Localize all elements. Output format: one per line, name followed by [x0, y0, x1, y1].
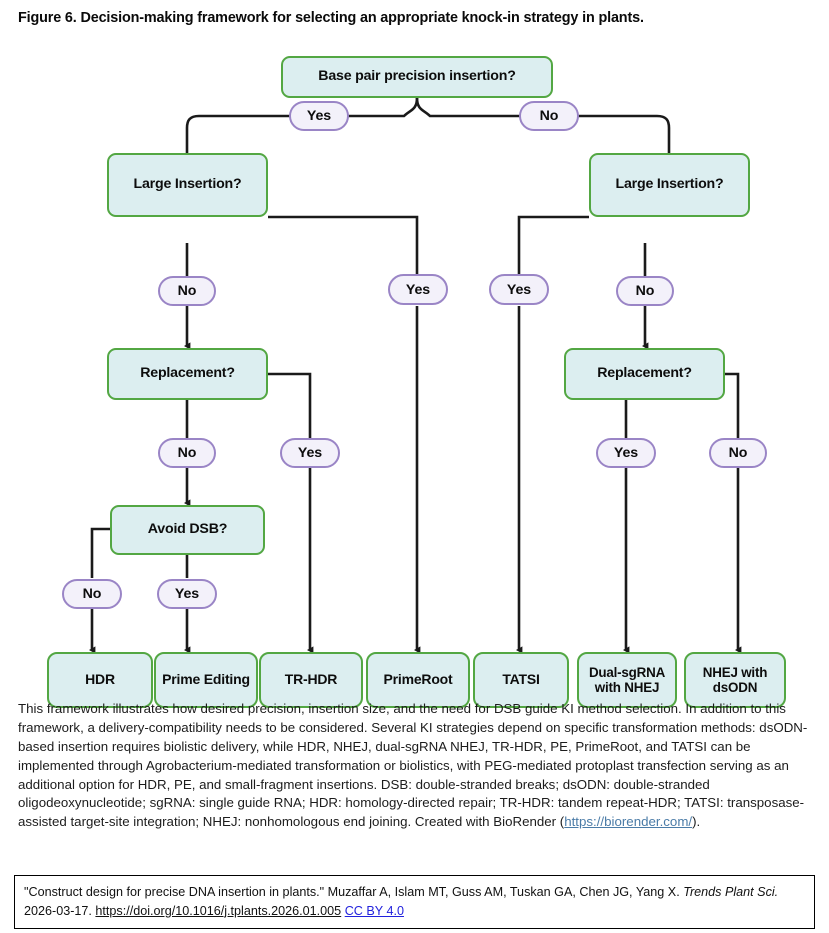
- outcome-hdr[interactable]: HDR: [47, 652, 153, 708]
- node-large-insertion-left[interactable]: Large Insertion?: [107, 153, 268, 217]
- outcome-tatsi[interactable]: TATSI: [473, 652, 569, 708]
- figure-title: Figure 6. Decision-making framework for …: [18, 10, 644, 26]
- node-base-pair-precision[interactable]: Base pair precision insertion?: [281, 56, 553, 98]
- node-replacement-right[interactable]: Replacement?: [564, 348, 725, 400]
- citation-doi-link[interactable]: https://doi.org/10.1016/j.tplants.2026.0…: [95, 903, 342, 918]
- edge-label-root-no[interactable]: No: [519, 101, 579, 131]
- outcome-prime-editing[interactable]: Prime Editing: [154, 652, 258, 708]
- citation-title: "Construct design for precise DNA insert…: [24, 885, 325, 899]
- outcome-tr-hdr[interactable]: TR-HDR: [259, 652, 363, 708]
- edge-label-replacement-left-yes[interactable]: Yes: [280, 438, 340, 468]
- node-replacement-left[interactable]: Replacement?: [107, 348, 268, 400]
- edge-label-large-right-yes[interactable]: Yes: [489, 274, 549, 305]
- citation-journal: Trends Plant Sci.: [683, 885, 779, 899]
- outcome-dual-sgrna-nhej[interactable]: Dual-sgRNA with NHEJ: [577, 652, 677, 708]
- edge-label-replacement-right-yes[interactable]: Yes: [596, 438, 656, 468]
- edge-label-avoid-dsb-yes[interactable]: Yes: [157, 579, 217, 609]
- flowchart-diagram: Base pair precision insertion? Large Ins…: [0, 48, 829, 708]
- citation-authors: Muzaffar A, Islam MT, Guss AM, Tuskan GA…: [327, 885, 680, 899]
- edge-label-large-left-no[interactable]: No: [158, 276, 216, 306]
- caption-body-last: ).: [692, 814, 701, 830]
- outcome-primeroot[interactable]: PrimeRoot: [366, 652, 470, 708]
- figure-caption: This framework illustrates how desired p…: [18, 700, 813, 832]
- flowchart-connectors: [88, 97, 742, 654]
- edge-label-replacement-right-no[interactable]: No: [709, 438, 767, 468]
- edge-label-large-right-no[interactable]: No: [616, 276, 674, 306]
- citation-box: "Construct design for precise DNA insert…: [14, 875, 815, 930]
- edge-label-avoid-dsb-no[interactable]: No: [62, 579, 122, 609]
- biorender-link[interactable]: https://biorender.com/: [564, 814, 693, 830]
- node-avoid-dsb[interactable]: Avoid DSB?: [110, 505, 265, 555]
- citation-license-link[interactable]: CC BY 4.0: [344, 903, 404, 918]
- edge-label-root-yes[interactable]: Yes: [289, 101, 349, 131]
- edge-label-replacement-left-no[interactable]: No: [158, 438, 216, 468]
- citation-date: 2026-03-17.: [24, 903, 92, 918]
- outcome-nhej-dsodn[interactable]: NHEJ with dsODN: [684, 652, 786, 708]
- node-large-insertion-right[interactable]: Large Insertion?: [589, 153, 750, 217]
- caption-body-first: This framework illustrates how desired p…: [18, 701, 808, 830]
- edge-label-large-left-yes[interactable]: Yes: [388, 274, 448, 305]
